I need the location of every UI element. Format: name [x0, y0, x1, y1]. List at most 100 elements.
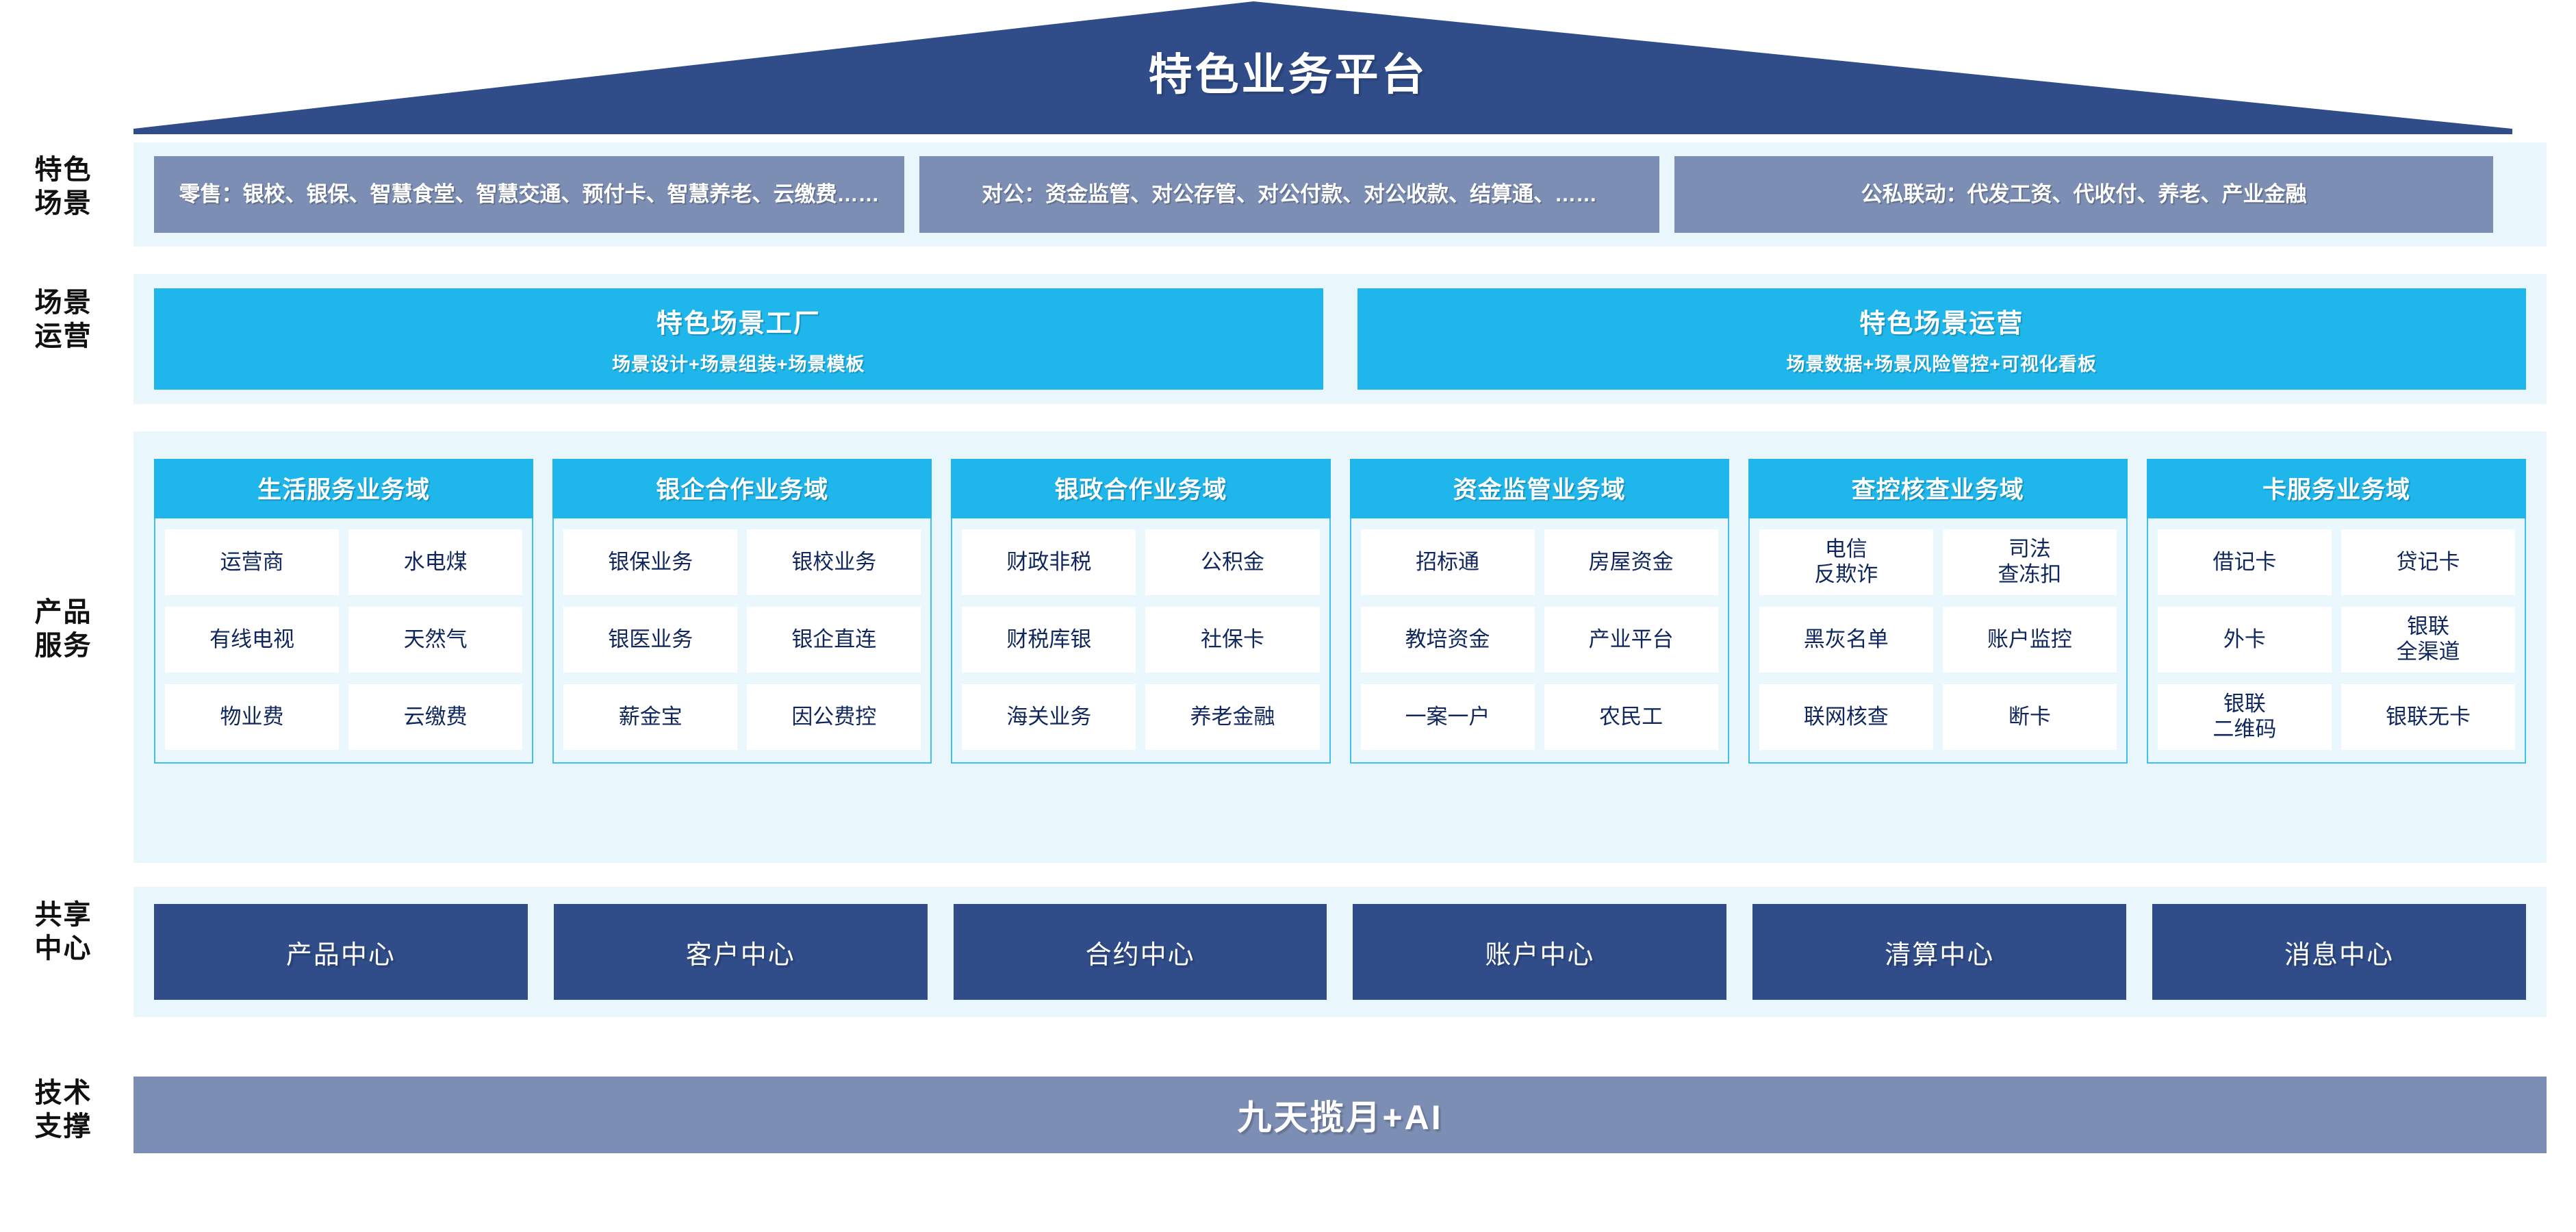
- product-tile[interactable]: 房屋资金: [1544, 529, 1718, 595]
- product-tile[interactable]: 银保业务: [563, 529, 738, 595]
- product-tile[interactable]: 贷记卡: [2341, 529, 2516, 595]
- domain-column-3: 资金监管业务域招标通房屋资金教培资金产业平台一案一户农民工: [1349, 459, 1729, 764]
- domain-body: 运营商水电煤有线电视天然气物业费云缴费: [154, 518, 534, 764]
- shared-centers-row: 产品中心客户中心合约中心账户中心清算中心消息中心: [133, 887, 2547, 1017]
- tile-row: 教培资金产业平台: [1360, 607, 1718, 672]
- domain-body: 财政非税公积金财税库银社保卡海关业务养老金融: [951, 518, 1331, 764]
- tile-row: 外卡银联 全渠道: [2157, 607, 2516, 672]
- domain-column-5: 卡服务业务域借记卡贷记卡外卡银联 全渠道银联 二维码银联无卡: [2146, 459, 2527, 764]
- tile-row: 运营商水电煤: [165, 529, 523, 595]
- roof-shape-icon: [133, 1, 2512, 134]
- tile-row: 财税库银社保卡: [962, 607, 1320, 672]
- product-tile[interactable]: 银联 二维码: [2157, 684, 2332, 750]
- tile-row: 银保业务银校业务: [563, 529, 921, 595]
- row-label-shared: 共享 中心: [34, 900, 92, 964]
- domain-body: 招标通房屋资金教培资金产业平台一案一户农民工: [1349, 518, 1729, 764]
- product-tile[interactable]: 农民工: [1544, 684, 1718, 750]
- domain-title: 资金监管业务域: [1349, 459, 1729, 518]
- domain-title: 卡服务业务域: [2146, 459, 2527, 518]
- ops-subtitle: 场景数据+场景风险管控+可视化看板: [1786, 354, 2097, 375]
- domain-body: 银保业务银校业务银医业务银企直连薪金宝因公费控: [552, 518, 932, 764]
- tile-row: 银联 二维码银联无卡: [2157, 684, 2516, 750]
- ops-box-scene-factory[interactable]: 特色场景工厂 场景设计+场景组装+场景模板: [154, 288, 1323, 390]
- domain-column-4: 查控核查业务域电信 反欺诈司法 查冻扣黑灰名单账户监控联网核查断卡: [1748, 459, 2128, 764]
- product-tile[interactable]: 有线电视: [165, 607, 340, 672]
- domain-column-2: 银政合作业务域财政非税公积金财税库银社保卡海关业务养老金融: [951, 459, 1331, 764]
- domain-body: 借记卡贷记卡外卡银联 全渠道银联 二维码银联无卡: [2146, 518, 2527, 764]
- product-tile[interactable]: 海关业务: [962, 684, 1136, 750]
- product-tile[interactable]: 借记卡: [2157, 529, 2332, 595]
- domain-title: 银政合作业务域: [951, 459, 1331, 518]
- row-label-tech: 技术 支撑: [34, 1078, 92, 1142]
- tile-row: 海关业务养老金融: [962, 684, 1320, 750]
- product-tile[interactable]: 天然气: [348, 607, 523, 672]
- shared-center-box-2[interactable]: 合约中心: [953, 904, 1327, 1000]
- tile-row: 物业费云缴费: [165, 684, 523, 750]
- product-tile[interactable]: 运营商: [165, 529, 340, 595]
- scene-box-corporate[interactable]: 对公：资金监管、对公存管、对公付款、对公收款、结算通、……: [919, 156, 1659, 233]
- domain-column-0: 生活服务业务域运营商水电煤有线电视天然气物业费云缴费: [154, 459, 534, 764]
- ops-title: 特色场景工厂: [656, 310, 821, 338]
- product-tile[interactable]: 银联无卡: [2341, 684, 2516, 750]
- tile-row: 电信 反欺诈司法 查冻扣: [1759, 529, 2117, 595]
- products-row: 生活服务业务域运营商水电煤有线电视天然气物业费云缴费银企合作业务域银保业务银校业…: [133, 431, 2547, 863]
- product-tile[interactable]: 账户监控: [1942, 607, 2117, 672]
- product-tile[interactable]: 公积金: [1145, 529, 1320, 595]
- tile-row: 一案一户农民工: [1360, 684, 1718, 750]
- platform-roof-banner: 特色业务平台: [0, 0, 2576, 137]
- product-tile[interactable]: 银校业务: [747, 529, 921, 595]
- product-tile[interactable]: 薪金宝: [563, 684, 738, 750]
- product-tile[interactable]: 银联 全渠道: [2341, 607, 2516, 672]
- row-label-operations: 场景 运营: [34, 288, 92, 351]
- product-tile[interactable]: 一案一户: [1360, 684, 1535, 750]
- tile-row: 财政非税公积金: [962, 529, 1320, 595]
- product-tile[interactable]: 养老金融: [1145, 684, 1320, 750]
- architecture-board: 特色 场景 场景 运营 产品 服务 共享 中心 技术 支撑 零售：银校、银保、智…: [0, 137, 2576, 1232]
- page-title: 特色业务平台: [1148, 50, 1428, 99]
- ops-title: 特色场景运营: [1859, 310, 2024, 338]
- row-label-scenes: 特色 场景: [34, 155, 92, 218]
- product-tile[interactable]: 社保卡: [1145, 607, 1320, 672]
- domain-title: 生活服务业务域: [154, 459, 534, 518]
- product-tile[interactable]: 电信 反欺诈: [1759, 529, 1933, 595]
- product-tile[interactable]: 银医业务: [563, 607, 738, 672]
- product-tile[interactable]: 云缴费: [348, 684, 523, 750]
- product-tile[interactable]: 黑灰名单: [1759, 607, 1933, 672]
- tile-row: 薪金宝因公费控: [563, 684, 921, 750]
- domain-title: 银企合作业务域: [552, 459, 932, 518]
- scene-box-retail[interactable]: 零售：银校、银保、智慧食堂、智慧交通、预付卡、智慧养老、云缴费……: [154, 156, 904, 233]
- product-tile[interactable]: 司法 查冻扣: [1942, 529, 2117, 595]
- shared-center-box-0[interactable]: 产品中心: [154, 904, 528, 1000]
- product-tile[interactable]: 外卡: [2157, 607, 2332, 672]
- tile-row: 招标通房屋资金: [1360, 529, 1718, 595]
- product-tile[interactable]: 招标通: [1360, 529, 1535, 595]
- product-tile[interactable]: 产业平台: [1544, 607, 1718, 672]
- product-tile[interactable]: 因公费控: [747, 684, 921, 750]
- scenes-row: 零售：银校、银保、智慧食堂、智慧交通、预付卡、智慧养老、云缴费…… 对公：资金监…: [133, 142, 2547, 247]
- tile-row: 黑灰名单账户监控: [1759, 607, 2117, 672]
- product-tile[interactable]: 断卡: [1942, 684, 2117, 750]
- scene-box-public-private[interactable]: 公私联动：代发工资、代收付、养老、产业金融: [1674, 156, 2493, 233]
- shared-center-box-4[interactable]: 清算中心: [1752, 904, 2127, 1000]
- product-tile[interactable]: 物业费: [165, 684, 340, 750]
- product-tile[interactable]: 银企直连: [747, 607, 921, 672]
- tech-support-row: 九天揽月+AI: [133, 1077, 2547, 1153]
- tile-row: 联网核查断卡: [1759, 684, 2117, 750]
- tile-row: 银医业务银企直连: [563, 607, 921, 672]
- operations-row: 特色场景工厂 场景设计+场景组装+场景模板 特色场景运营 场景数据+场景风险管控…: [133, 274, 2547, 404]
- domain-title: 查控核查业务域: [1748, 459, 2128, 518]
- ops-box-scene-operation[interactable]: 特色场景运营 场景数据+场景风险管控+可视化看板: [1357, 288, 2526, 390]
- product-tile[interactable]: 联网核查: [1759, 684, 1933, 750]
- tech-support-label: 九天揽月+AI: [1237, 1098, 1443, 1137]
- product-tile[interactable]: 教培资金: [1360, 607, 1535, 672]
- product-tile[interactable]: 水电煤: [348, 529, 523, 595]
- tile-row: 借记卡贷记卡: [2157, 529, 2516, 595]
- product-tile[interactable]: 财政非税: [962, 529, 1136, 595]
- shared-center-box-5[interactable]: 消息中心: [2152, 904, 2526, 1000]
- ops-subtitle: 场景设计+场景组装+场景模板: [611, 354, 865, 375]
- product-tile[interactable]: 财税库银: [962, 607, 1136, 672]
- tile-row: 有线电视天然气: [165, 607, 523, 672]
- shared-center-box-3[interactable]: 账户中心: [1353, 904, 1727, 1000]
- domain-body: 电信 反欺诈司法 查冻扣黑灰名单账户监控联网核查断卡: [1748, 518, 2128, 764]
- shared-center-box-1[interactable]: 客户中心: [553, 904, 928, 1000]
